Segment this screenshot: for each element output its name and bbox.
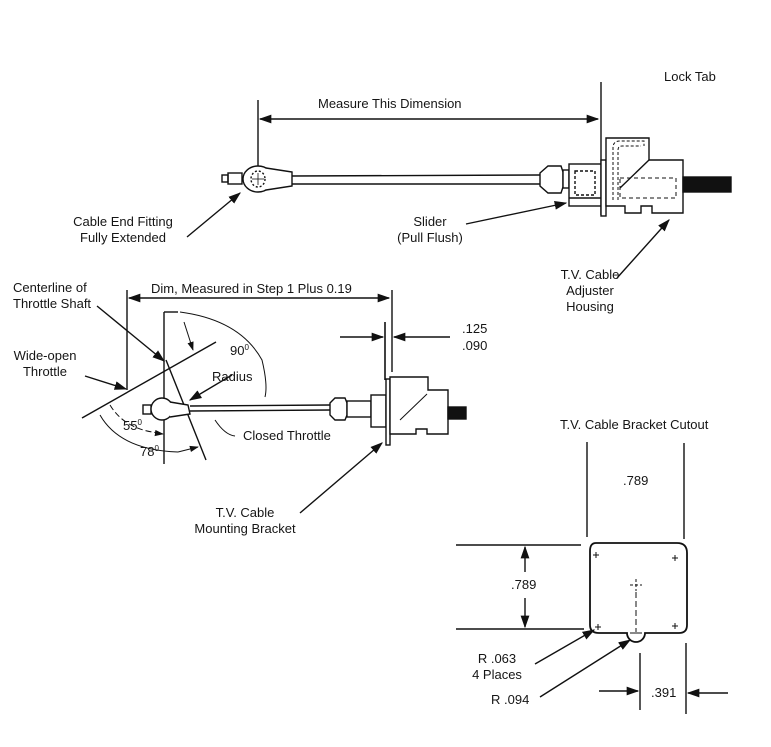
slider-leader — [465, 201, 568, 225]
centerline-label: Centerline of Throttle Shaft — [13, 280, 91, 312]
install-assembly — [81, 290, 467, 514]
cable-end-fitting-line-2: Fully Extended — [80, 230, 166, 245]
cable-sheath — [682, 176, 732, 193]
wide-open-line-1: Wide-open — [13, 348, 77, 363]
wide-open-leader — [84, 375, 128, 390]
adjuster-housing-line-2: Adjuster — [566, 283, 614, 298]
cable-end-leader — [186, 192, 241, 238]
slider — [568, 159, 607, 217]
notch-offset-label: .391 — [651, 685, 677, 700]
notch-radius-label: R .094 — [491, 692, 530, 707]
install-cable-sheath — [447, 406, 467, 420]
angle-55-label: 550 — [123, 415, 142, 434]
cable-end-fitting-line-1: Cable End Fitting — [73, 214, 173, 229]
gap-lower-label: .090 — [462, 338, 488, 353]
angle-55-value: 55 — [123, 418, 138, 433]
measure-dimension-label: Measure This Dimension — [318, 96, 462, 111]
top-cable-assembly — [186, 82, 732, 279]
housing-leader — [616, 219, 670, 279]
mounting-bracket-line-2: Mounting Bracket — [194, 521, 296, 536]
mounting-bracket-leader — [299, 442, 383, 514]
slider-line-1: Slider — [413, 214, 447, 229]
angle-78-label: 780 — [140, 441, 159, 460]
lock-tab-label: Lock Tab — [664, 69, 716, 84]
centerline-line-1: Centerline of — [13, 280, 87, 295]
gap-upper-label: .125 — [462, 321, 488, 336]
cable-end-fitting-label: Cable End Fitting Fully Extended — [58, 214, 188, 246]
degree-mark: 0 — [154, 444, 159, 453]
degree-mark: 0 — [244, 343, 249, 352]
cable-end-fitting — [221, 165, 293, 193]
install-end-fitting — [142, 397, 191, 421]
radius-label: Radius — [212, 369, 253, 384]
mounting-bracket-line-1: T.V. Cable — [215, 505, 275, 520]
angle-90-label: 900 — [230, 340, 249, 359]
install-housing — [389, 376, 449, 435]
slider-label: Slider (Pull Flush) — [390, 214, 470, 246]
angle-78-value: 78 — [140, 444, 155, 459]
mounting-bracket-label: T.V. Cable Mounting Bracket — [185, 505, 305, 537]
cutout-width-label: .789 — [623, 473, 649, 488]
dim-measured-label: Dim, Measured in Step 1 Plus 0.19 — [151, 281, 352, 296]
cutout-height-label: .789 — [511, 577, 537, 592]
adjuster-housing-line-1: T.V. Cable — [560, 267, 620, 282]
wide-open-line — [81, 341, 217, 419]
centerline-line-2: Throttle Shaft — [13, 296, 92, 311]
centerline-leader — [96, 305, 165, 362]
notch-radius-leader — [539, 639, 632, 698]
degree-mark: 0 — [137, 418, 142, 427]
angle-90-value: 90 — [230, 343, 245, 358]
wide-open-label: Wide-open Throttle — [10, 348, 80, 380]
slider-line-2: (Pull Flush) — [397, 230, 463, 245]
adjuster-housing — [605, 137, 684, 214]
radius-leader — [188, 374, 233, 401]
wide-open-line-2: Throttle — [22, 364, 68, 379]
adjuster-housing-label: T.V. Cable Adjuster Housing — [545, 267, 635, 315]
corner-radius-label: R .063 4 Places — [462, 651, 532, 683]
cutout-title: T.V. Cable Bracket Cutout — [560, 417, 709, 432]
closed-throttle-label: Closed Throttle — [243, 428, 331, 443]
corner-radius-line-2: 4 Places — [472, 667, 522, 682]
adjuster-housing-line-3: Housing — [566, 299, 614, 314]
cable-rod — [291, 174, 541, 177]
cutout-shape — [589, 542, 688, 643]
bracket-cutout — [456, 442, 728, 714]
install-cable-rod — [189, 404, 331, 407]
cable-ferrule — [539, 165, 564, 194]
corner-radius-leader — [534, 629, 596, 665]
corner-radius-line-1: R .063 — [477, 651, 517, 666]
